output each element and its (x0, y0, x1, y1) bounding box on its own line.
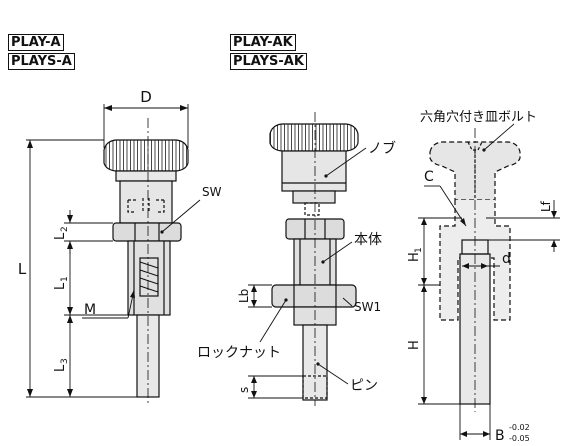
dim-H1-label: H 1 (407, 247, 424, 262)
model-plays-ak-label: PLAYS-AK (230, 53, 307, 70)
svg-text:Lb: Lb (237, 289, 251, 303)
plunger-section-drawing (429, 128, 521, 412)
svg-text:L: L (53, 282, 68, 290)
svg-text:1: 1 (414, 247, 424, 253)
knob-ak (269, 123, 359, 152)
dim-s-label: s (237, 387, 251, 393)
svg-text:H: H (407, 252, 422, 262)
dimension-arrows-middle (251, 174, 328, 398)
plunger-a-drawing (103, 118, 189, 405)
dim-L3-label: L 3 (53, 358, 70, 372)
dim-d-label: d (502, 251, 511, 267)
dim-L1-label: L 1 (53, 276, 70, 290)
svg-text:Lf: Lf (539, 200, 553, 212)
knob-a (103, 139, 189, 172)
dim-Lb-label: Lb (237, 289, 251, 303)
wrench-SW1-label: SW1 (354, 300, 381, 314)
locknut-ak (271, 284, 357, 308)
dim-D-label: D (140, 88, 152, 106)
model-play-ak-label: PLAY-AK (230, 34, 296, 51)
dimension-arrows-left (27, 105, 188, 397)
dim-L2-label: L 2 (53, 226, 70, 240)
dim-B-tol-upper: -0.02 (509, 423, 530, 432)
dim-H-label: H (407, 340, 422, 350)
dim-L-label: L (18, 260, 27, 278)
pin-label: ピン (350, 378, 378, 394)
svg-text:1: 1 (60, 276, 70, 282)
thread-M-label: M (84, 302, 96, 318)
dim-B-label: B (495, 428, 505, 444)
dim-B-tol-lower: -0.05 (509, 434, 530, 443)
dim-Lf-label: Lf (539, 200, 553, 212)
dimension-arrows-right (421, 148, 557, 437)
locknut-label: ロックナット (197, 345, 281, 361)
svg-text:3: 3 (60, 358, 70, 364)
thread-a (127, 240, 171, 316)
body-ak (281, 150, 347, 192)
bolt-label: 六角穴付き皿ボルト (420, 110, 537, 125)
svg-text:L: L (53, 364, 68, 372)
hex-a (112, 222, 182, 242)
svg-text:L: L (53, 232, 68, 240)
body-label: 本体 (354, 232, 382, 248)
knob-label: ノブ (368, 140, 396, 157)
chamfer-C-label: C (424, 169, 434, 185)
svg-text:2: 2 (60, 226, 70, 232)
wrench-SW-label: SW (202, 185, 222, 199)
model-plays-a-label: PLAYS-A (8, 53, 75, 70)
svg-text:H: H (407, 340, 422, 350)
model-play-a-label: PLAY-A (8, 34, 64, 51)
svg-text:s: s (237, 387, 251, 393)
plunger-ak-drawing (269, 112, 359, 406)
